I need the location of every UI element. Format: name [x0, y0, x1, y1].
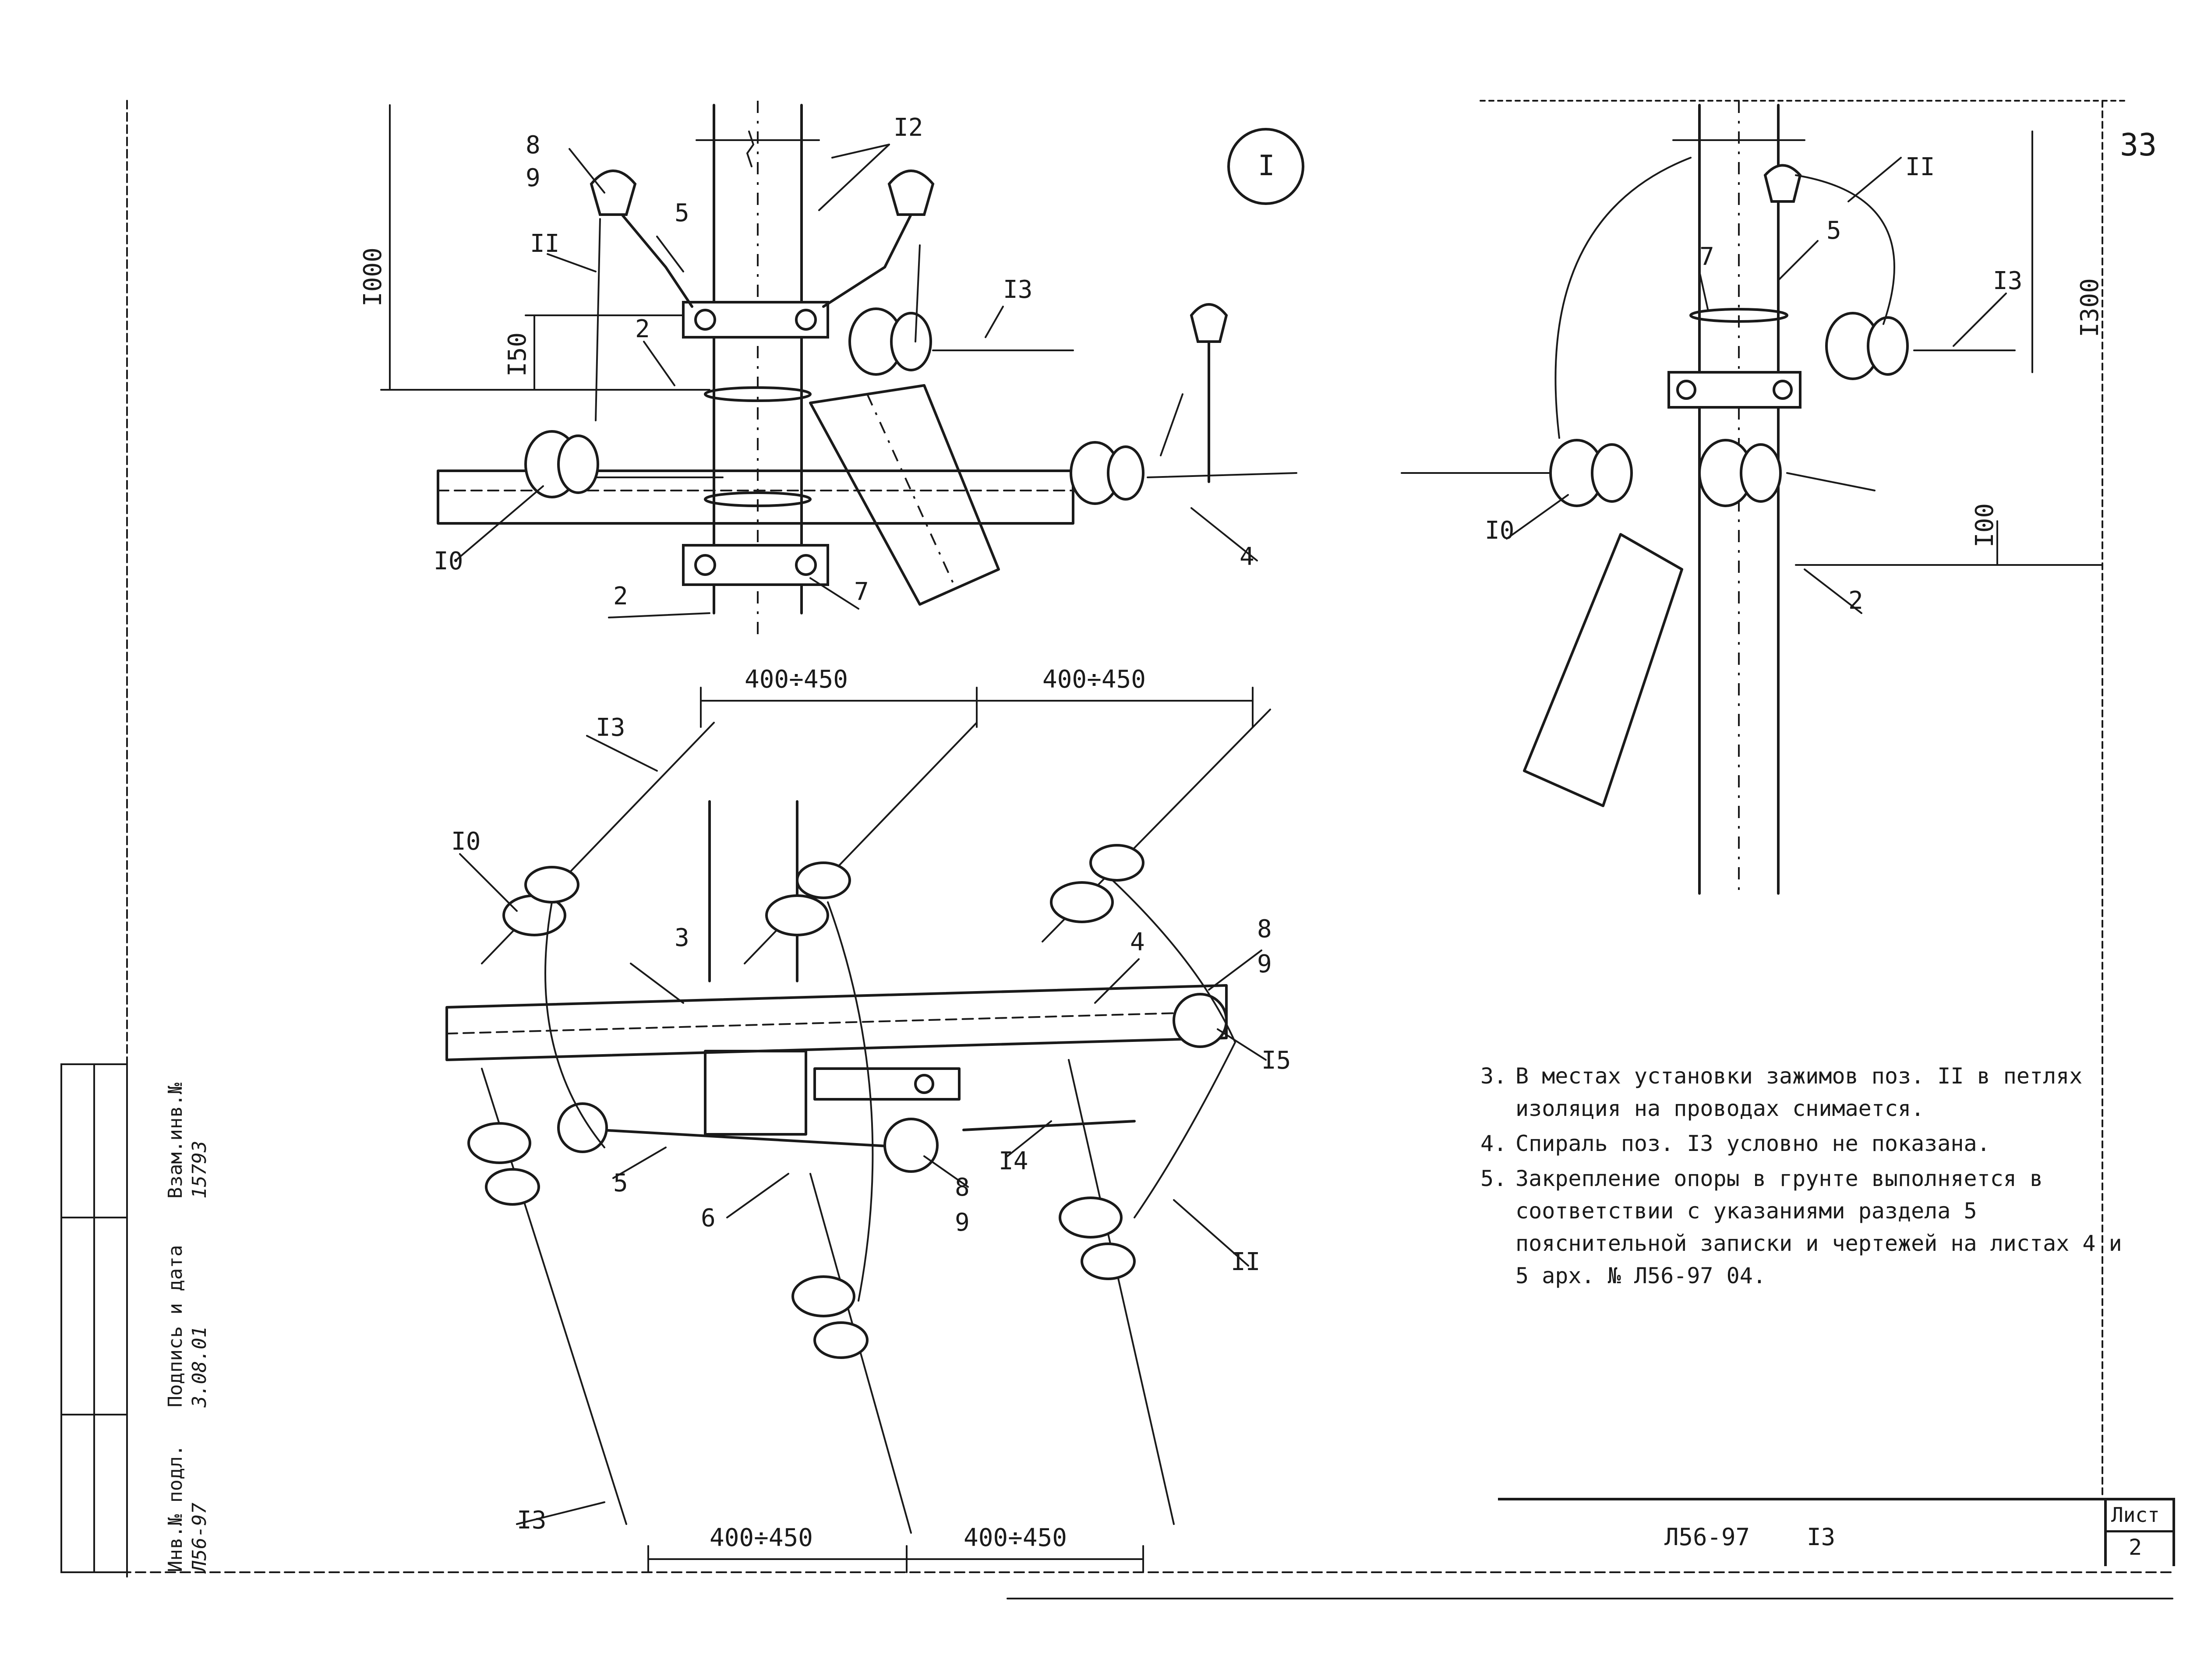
view-plan [445, 687, 1271, 1573]
main-view-labels: 8 9 II 5 I2 I3 2 2 I0 7 4 I000 I50 I [359, 113, 1275, 611]
callout-10: I0 [434, 547, 463, 575]
stamp-inv2-value: 15793 [188, 1140, 211, 1199]
plan-callout-4: 4 [1130, 928, 1145, 956]
plan-callout-8a: 8 [1257, 915, 1272, 943]
section-marker: I [1258, 150, 1275, 182]
dim-top-right: 400÷450 [1042, 665, 1146, 694]
callout-5: 5 [675, 199, 689, 227]
note-number: 4. [1480, 1131, 1507, 1156]
sheet-box: Лист 2 [2104, 1500, 2172, 1566]
plan-view-labels: 400÷450 400÷450 400÷450 400÷450 I3 I0 3 … [451, 665, 1291, 1552]
side-callout-11: II [1905, 153, 1935, 181]
side-callout-13: I3 [1993, 267, 2022, 295]
title-block: Л56-97 I3 Лист 2 [1498, 1498, 2175, 1566]
stamp-inv2-label: Взам.инв.№ [164, 1083, 187, 1199]
plan-callout-9b: 9 [955, 1208, 970, 1237]
dim-1300: I300 [2076, 278, 2104, 337]
callout-4: 4 [1240, 543, 1254, 571]
side-callout-2: 2 [1848, 586, 1863, 615]
notes-list: 3. В местах установки зажимов поз. II в … [1480, 1060, 2137, 1295]
plan-callout-9a: 9 [1257, 950, 1272, 978]
plan-callout-3: 3 [675, 924, 689, 952]
plan-callout-5: 5 [613, 1169, 628, 1197]
note-text: В местах установки зажимов поз. II в пет… [1515, 1063, 2083, 1121]
dim-150: I50 [503, 332, 532, 377]
callout-2b: 2 [613, 582, 628, 611]
dim-top-left: 400÷450 [745, 665, 848, 694]
callout-9: 9 [526, 164, 540, 192]
dim-1000: I000 [359, 247, 387, 307]
view-main-elevation [380, 101, 1304, 639]
side-callout-10: I0 [1485, 516, 1514, 545]
side-callout-5: 5 [1826, 216, 1841, 245]
note-number: 3. [1480, 1063, 1507, 1089]
document-code-text: Л56-97 [1664, 1523, 1750, 1551]
stamp-frame [60, 1063, 128, 1573]
plan-callout-8b: 8 [955, 1173, 970, 1202]
stamp-column: Инв.№ подл. Подпись и дата Взам.инв.№ Л5… [61, 1064, 211, 1572]
stamp-values-row: Л56-97 3.08.01 15793 [188, 1064, 211, 1572]
side-callout-7: 7 [1699, 243, 1714, 271]
stamp-date-value: 3.08.01 [188, 1326, 211, 1408]
sheet-label: Лист [2111, 1503, 2160, 1527]
plan-callout-14: I4 [999, 1147, 1028, 1175]
note-item: 4. Спираль поз. I3 условно не показана. [1480, 1127, 2137, 1160]
side-view-labels: II 5 7 I3 I0 2 I300 I00 [1485, 153, 2104, 615]
callout-11: II [530, 229, 559, 258]
dim-100: I00 [1971, 503, 1999, 547]
stamp-inv-label: Инв.№ подл. [164, 1444, 187, 1572]
sheet-code-text: I3 [1807, 1523, 1836, 1551]
note-text: Спираль поз. I3 условно не показана. [1515, 1131, 1990, 1156]
callout-12: I2 [894, 113, 923, 142]
callout-13: I3 [1003, 275, 1032, 304]
page-number: 33 [2120, 127, 2157, 163]
plan-callout-11: II [1231, 1248, 1260, 1276]
view-side [1401, 101, 2103, 895]
callout-8: 8 [526, 131, 540, 159]
sheet-number: 2 [2129, 1535, 2142, 1560]
stamp-labels-row: Инв.№ подл. Подпись и дата Взам.инв.№ [164, 1064, 187, 1572]
plan-callout-10: I0 [451, 827, 480, 856]
plan-callout-15: I5 [1261, 1046, 1291, 1075]
note-item: 3. В местах установки зажимов поз. II в … [1480, 1060, 2137, 1125]
plan-callout-13b: I3 [517, 1506, 546, 1535]
dim-bottom-left: 400÷450 [710, 1524, 813, 1552]
callout-2a: 2 [635, 315, 650, 343]
sheet-divider [2107, 1530, 2172, 1532]
section-marker-circle [1227, 128, 1304, 205]
callout-7: 7 [854, 578, 869, 606]
note-text: Закрепление опоры в грунте выполняется в… [1515, 1166, 2122, 1288]
stamp-inv-value: Л56-97 [188, 1503, 211, 1572]
document-code: Л56-97 I3 [1664, 1523, 1835, 1551]
note-item: 5. Закрепление опоры в грунте выполняетс… [1480, 1162, 2137, 1292]
note-number: 5. [1480, 1166, 1507, 1191]
dim-bottom-right: 400÷450 [964, 1524, 1067, 1552]
plan-callout-13a: I3 [596, 713, 625, 742]
plan-callout-6: 6 [701, 1204, 716, 1232]
stamp-sign-label: Подпись и дата [164, 1245, 187, 1408]
